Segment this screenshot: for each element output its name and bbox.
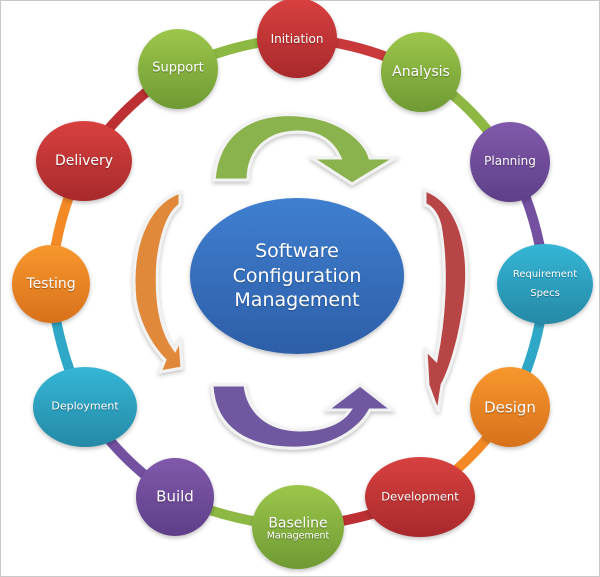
label-delivery: Delivery [54,152,114,169]
ring-nodes [12,0,593,569]
node-design [470,367,550,447]
cycle-arrows [132,113,469,450]
left-arrow [132,189,184,374]
node-build [136,458,214,536]
center-label-line2: Configuration [232,264,362,287]
node-planning [470,122,550,202]
node-requirement-specs [497,244,593,324]
node-baseline-management [252,485,344,569]
node-support [138,29,218,109]
label-development: Development [381,489,459,504]
top-arrow [212,113,401,186]
center-ellipse [190,198,404,354]
label-testing: Testing [26,275,76,292]
label-deployment: Deployment [51,399,119,413]
right-arrow [423,187,469,413]
label-analysis: Analysis [392,63,450,80]
node-deployment [33,367,137,447]
node-development [365,457,475,537]
bottom-arrow [210,383,397,450]
label-support: Support [152,60,204,76]
node-initiation [257,0,337,78]
center-label-line3: Management [234,289,360,312]
label-requirement-specs: Requirement Specs [512,269,578,299]
label-build: Build [156,487,194,506]
center-label: Software Configuration Management [233,239,362,313]
center-label-line1: Software [255,239,339,262]
label-baseline-management: Baseline Management [266,515,330,542]
node-delivery [36,121,132,201]
label-planning: Planning [484,154,536,169]
node-testing [12,245,90,323]
label-design: Design [484,398,536,417]
label-initiation: Initiation [270,32,324,47]
node-analysis [381,32,461,112]
